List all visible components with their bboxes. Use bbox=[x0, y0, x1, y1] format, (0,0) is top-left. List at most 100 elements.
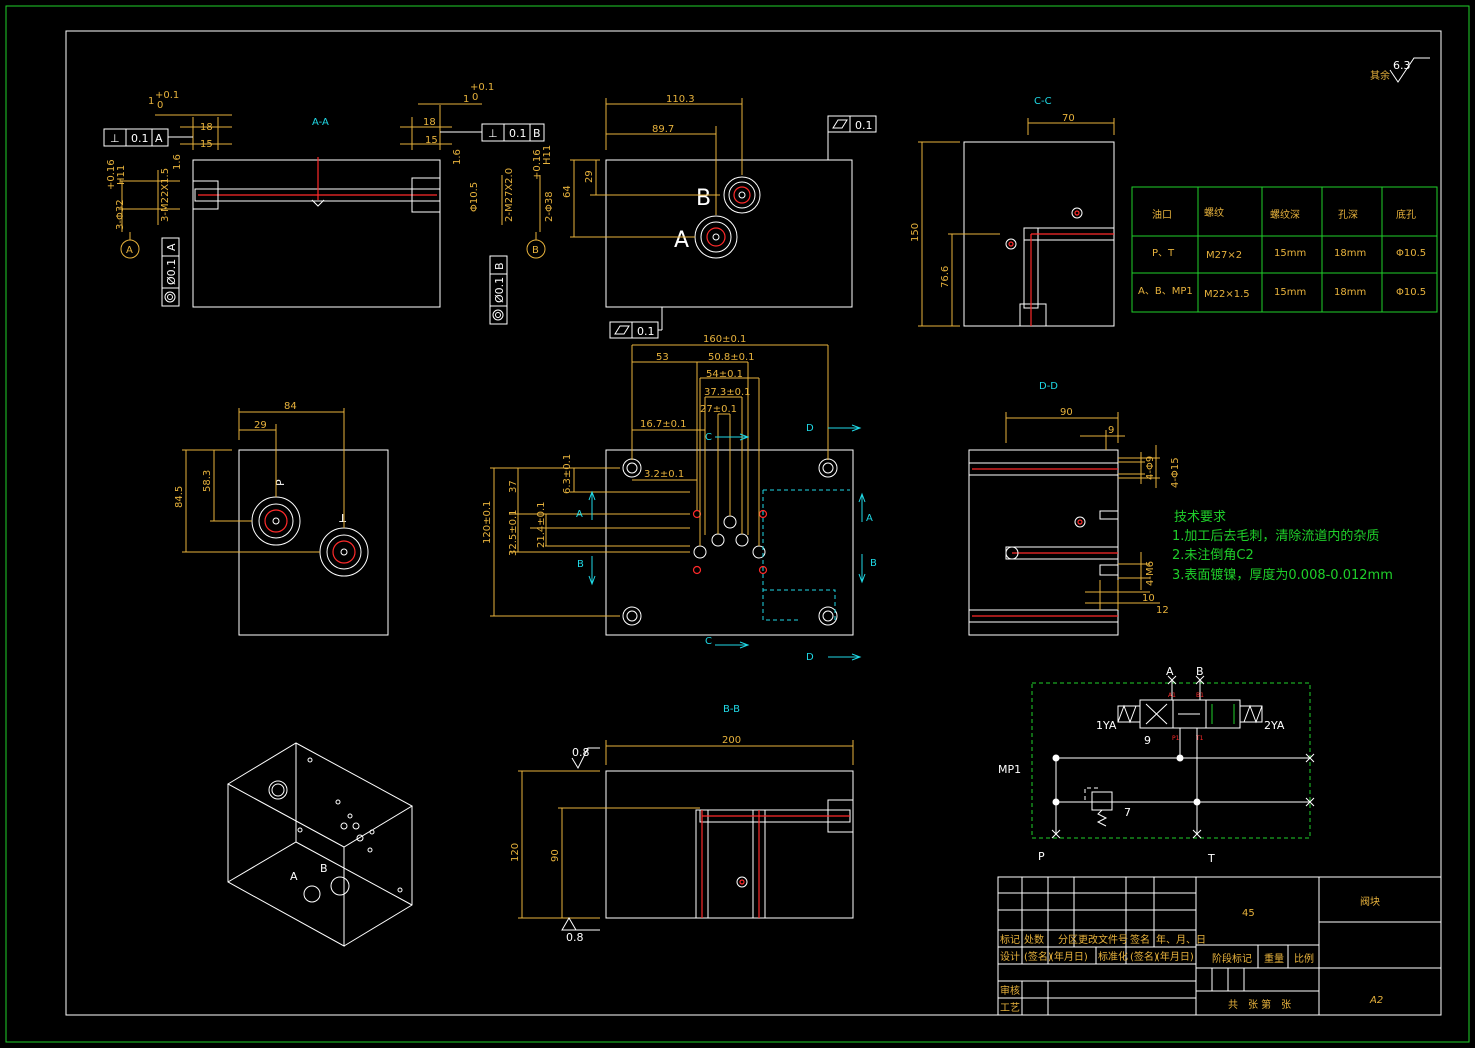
svg-text:A: A bbox=[674, 228, 689, 253]
svg-text:共 张 第 张: 共 张 第 张 bbox=[1228, 998, 1291, 1011]
svg-text:C-C: C-C bbox=[1034, 96, 1052, 107]
svg-text:1.加工后去毛刺，清除流道内的杂质: 1.加工后去毛刺，清除流道内的杂质 bbox=[1172, 528, 1379, 544]
svg-text:70: 70 bbox=[1062, 113, 1075, 124]
svg-text:B1: B1 bbox=[1196, 692, 1204, 699]
svg-text:P: P bbox=[1038, 850, 1045, 863]
svg-text:A: A bbox=[126, 245, 133, 256]
frame-conc-a: A Ø0.1 bbox=[161, 237, 180, 307]
svg-text:4-Φ15: 4-Φ15 bbox=[1170, 457, 1181, 488]
svg-text:A2: A2 bbox=[1369, 995, 1383, 1006]
svg-text:B: B bbox=[577, 559, 584, 570]
svg-text:C: C bbox=[705, 636, 712, 647]
svg-text:16.7±0.1: 16.7±0.1 bbox=[640, 419, 687, 430]
frame-perp-a: ⊥ 0.1 A bbox=[103, 128, 193, 147]
svg-text:15mm: 15mm bbox=[1274, 248, 1306, 259]
svg-text:2YA: 2YA bbox=[1264, 719, 1285, 732]
svg-text:90: 90 bbox=[550, 849, 561, 862]
svg-text:27±0.1: 27±0.1 bbox=[700, 404, 737, 415]
section-aa: A-A 1 +0.1 0 1 +0.1 0 18 15 18 15 bbox=[103, 82, 555, 325]
svg-text:1.6: 1.6 bbox=[172, 154, 183, 170]
svg-text:+0.16: +0.16 bbox=[106, 159, 117, 190]
svg-text:A: A bbox=[866, 513, 873, 524]
side-view: P T 84 29 84.5 58.3 bbox=[174, 401, 389, 636]
svg-text:+0.1: +0.1 bbox=[470, 82, 494, 93]
svg-text:B: B bbox=[870, 558, 877, 569]
svg-text:0.1: 0.1 bbox=[131, 132, 149, 145]
svg-text:21.4±0.1: 21.4±0.1 bbox=[536, 501, 547, 548]
svg-text:M27×2: M27×2 bbox=[1206, 250, 1242, 261]
svg-text:1: 1 bbox=[463, 94, 469, 105]
front-view: 160±0.1 53 50.8±0.1 54±0.1 37.3±0.1 27±0… bbox=[482, 334, 877, 663]
svg-text:D-D: D-D bbox=[1039, 381, 1058, 392]
svg-text:18mm: 18mm bbox=[1334, 287, 1366, 298]
svg-text:A: A bbox=[165, 243, 178, 251]
svg-text:H11: H11 bbox=[116, 165, 127, 185]
svg-text:B-B: B-B bbox=[723, 704, 740, 715]
svg-text:0.1: 0.1 bbox=[509, 127, 527, 140]
svg-text:(签名): (签名) bbox=[1130, 950, 1158, 963]
svg-text:比例: 比例 bbox=[1294, 952, 1314, 965]
svg-text:Φ10.5: Φ10.5 bbox=[1396, 287, 1426, 298]
frame-conc-b: B Ø0.1 bbox=[489, 255, 508, 325]
svg-text:18mm: 18mm bbox=[1334, 248, 1366, 259]
svg-text:15: 15 bbox=[200, 139, 213, 150]
svg-text:P1: P1 bbox=[1172, 735, 1180, 742]
svg-text:分区: 分区 bbox=[1058, 934, 1078, 946]
svg-text:9: 9 bbox=[1144, 734, 1151, 747]
svg-text:58.3: 58.3 bbox=[202, 470, 213, 492]
svg-text:53: 53 bbox=[656, 352, 669, 363]
svg-text:D: D bbox=[806, 652, 814, 663]
svg-text:油口: 油口 bbox=[1152, 208, 1172, 221]
section-dd: D-D 90 9 4-Φ15 4-Φ9 4-M6 bbox=[968, 381, 1181, 636]
svg-text:D: D bbox=[806, 423, 814, 434]
svg-text:P: P bbox=[274, 479, 287, 486]
svg-text:15mm: 15mm bbox=[1274, 287, 1306, 298]
svg-text:3-M22X1.5: 3-M22X1.5 bbox=[160, 168, 171, 222]
svg-text:阶段标记: 阶段标记 bbox=[1212, 952, 1252, 965]
svg-text:H11: H11 bbox=[542, 145, 553, 165]
svg-text:A: A bbox=[155, 132, 163, 145]
svg-text:B: B bbox=[696, 186, 711, 211]
svg-text:0.1: 0.1 bbox=[855, 119, 873, 132]
svg-text:T1: T1 bbox=[1195, 735, 1204, 742]
technical-requirements: 技术要求 1.加工后去毛刺，清除流道内的杂质 2.未注倒角C2 3.表面镀镍，厚… bbox=[1172, 510, 1393, 583]
svg-text:Φ10.5: Φ10.5 bbox=[469, 182, 480, 212]
svg-text:A: A bbox=[290, 870, 298, 883]
svg-text:MP1: MP1 bbox=[998, 763, 1021, 776]
svg-text:技术要求: 技术要求 bbox=[1174, 510, 1226, 525]
frame-perp-b: ⊥ 0.1 B bbox=[440, 123, 545, 142]
svg-text:(年月日): (年月日) bbox=[1156, 950, 1194, 963]
svg-text:A1: A1 bbox=[1168, 692, 1176, 699]
svg-text:84: 84 bbox=[284, 401, 297, 412]
flatness-frame-bottom: 0.1 bbox=[609, 307, 663, 339]
svg-text:A、B、MP1: A、B、MP1 bbox=[1138, 286, 1193, 297]
svg-text:Φ10.5: Φ10.5 bbox=[1396, 248, 1426, 259]
svg-text:4-Φ9: 4-Φ9 bbox=[1145, 456, 1156, 480]
flatness-frame-top: 0.1 bbox=[827, 115, 877, 160]
svg-text:T: T bbox=[1207, 852, 1215, 865]
svg-text:4-M6: 4-M6 bbox=[1145, 561, 1156, 586]
svg-text:120±0.1: 120±0.1 bbox=[482, 501, 493, 544]
svg-text:3.表面镀镍，厚度为0.008-0.012mm: 3.表面镀镍，厚度为0.008-0.012mm bbox=[1172, 567, 1393, 583]
section-bb: B-B 200 120 90 0.8 0.8 bbox=[510, 704, 854, 944]
svg-text:T: T bbox=[339, 511, 347, 524]
svg-text:1.6: 1.6 bbox=[452, 149, 463, 165]
svg-text:A: A bbox=[1166, 665, 1174, 678]
svg-text:2-M27X2.0: 2-M27X2.0 bbox=[504, 168, 515, 222]
inner-frame bbox=[65, 30, 1442, 1016]
svg-text:年、月、日: 年、月、日 bbox=[1156, 933, 1206, 946]
svg-text:Ø0.1: Ø0.1 bbox=[165, 259, 178, 285]
svg-text:螺纹深: 螺纹深 bbox=[1270, 208, 1300, 221]
svg-text:设计: 设计 bbox=[1000, 950, 1020, 963]
svg-text:C: C bbox=[705, 432, 712, 443]
svg-text:32.5±0.1: 32.5±0.1 bbox=[508, 509, 519, 556]
svg-text:6.3: 6.3 bbox=[1393, 59, 1411, 72]
svg-text:29: 29 bbox=[584, 170, 595, 183]
svg-text:76.6: 76.6 bbox=[940, 266, 951, 288]
title-block: 45 阀块 A2 标记 处数 分区 更改文件号 签名 年、月、日 设计 (签名)… bbox=[997, 876, 1442, 1016]
svg-text:3-Φ32: 3-Φ32 bbox=[115, 199, 126, 230]
svg-text:12: 12 bbox=[1156, 605, 1169, 616]
svg-text:⊥: ⊥ bbox=[488, 127, 498, 140]
port-table: 油口 螺纹 螺纹深 孔深 底孔 P、T M27×2 15mm 18mm Φ10.… bbox=[1131, 186, 1438, 313]
svg-text:50.8±0.1: 50.8±0.1 bbox=[708, 352, 755, 363]
